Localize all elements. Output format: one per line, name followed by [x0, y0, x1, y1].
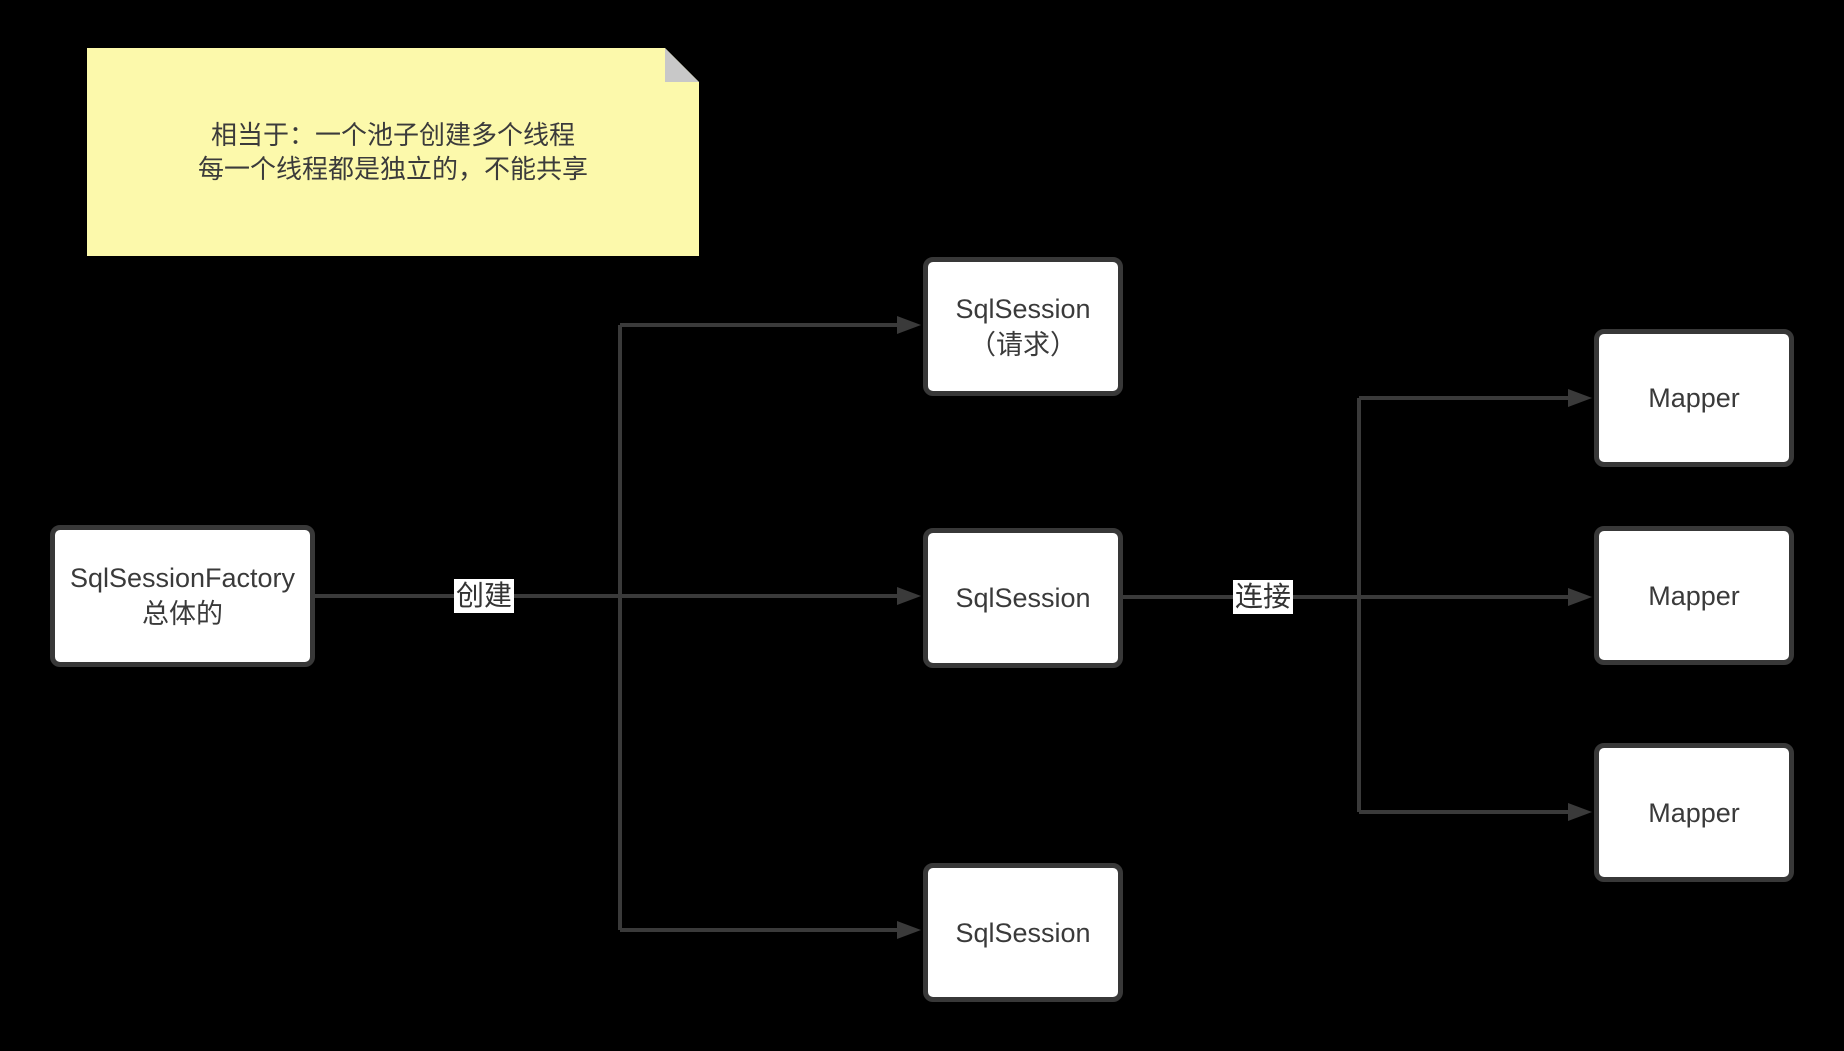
node-sqlsession-middle[interactable]: SqlSession [923, 528, 1123, 668]
arrowhead [897, 921, 921, 939]
arrowhead [1568, 588, 1592, 606]
node-label: Mapper [1648, 380, 1740, 416]
node-subtitle: （请求） [969, 329, 1077, 360]
node-title: SqlSession [955, 293, 1091, 324]
node-sqlsession-bottom[interactable]: SqlSession [923, 863, 1123, 1002]
node-sqlsessionfactory[interactable]: SqlSessionFactory 总体的 [50, 525, 315, 667]
node-mapper-bottom[interactable]: Mapper [1594, 743, 1794, 882]
node-label: SqlSession [955, 580, 1090, 616]
arrowhead [897, 316, 921, 334]
note-line-1: 相当于：一个池子创建多个线程 [210, 120, 575, 150]
edge-label-connect: 连接 [1232, 580, 1294, 614]
node-title: SqlSessionFactory [69, 563, 296, 593]
node-label: Mapper [1648, 795, 1740, 831]
node-title: Mapper [1648, 580, 1740, 611]
node-title: SqlSession [955, 917, 1091, 948]
node-mapper-middle[interactable]: Mapper [1594, 526, 1794, 665]
arrowhead [1568, 803, 1592, 821]
arrowhead [1568, 389, 1592, 407]
node-subtitle: 总体的 [141, 599, 223, 629]
node-label: Mapper [1648, 578, 1740, 614]
arrowhead [897, 587, 921, 605]
node-title: Mapper [1648, 797, 1740, 828]
node-mapper-top[interactable]: Mapper [1594, 329, 1794, 467]
note-text: 相当于：一个池子创建多个线程 每一个线程都是独立的，不能共享 [198, 118, 588, 186]
node-title: Mapper [1648, 383, 1740, 413]
node-sqlsession-top[interactable]: SqlSession （请求） [923, 257, 1123, 396]
sticky-note[interactable]: 相当于：一个池子创建多个线程 每一个线程都是独立的，不能共享 [87, 48, 699, 256]
note-line-2: 每一个线程都是独立的，不能共享 [197, 154, 588, 184]
node-title: SqlSession [955, 583, 1091, 613]
node-label: SqlSessionFactory 总体的 [70, 560, 295, 632]
edge-label-create: 创建 [453, 579, 515, 613]
node-label: SqlSession [955, 915, 1090, 951]
node-label: SqlSession （请求） [955, 291, 1090, 363]
